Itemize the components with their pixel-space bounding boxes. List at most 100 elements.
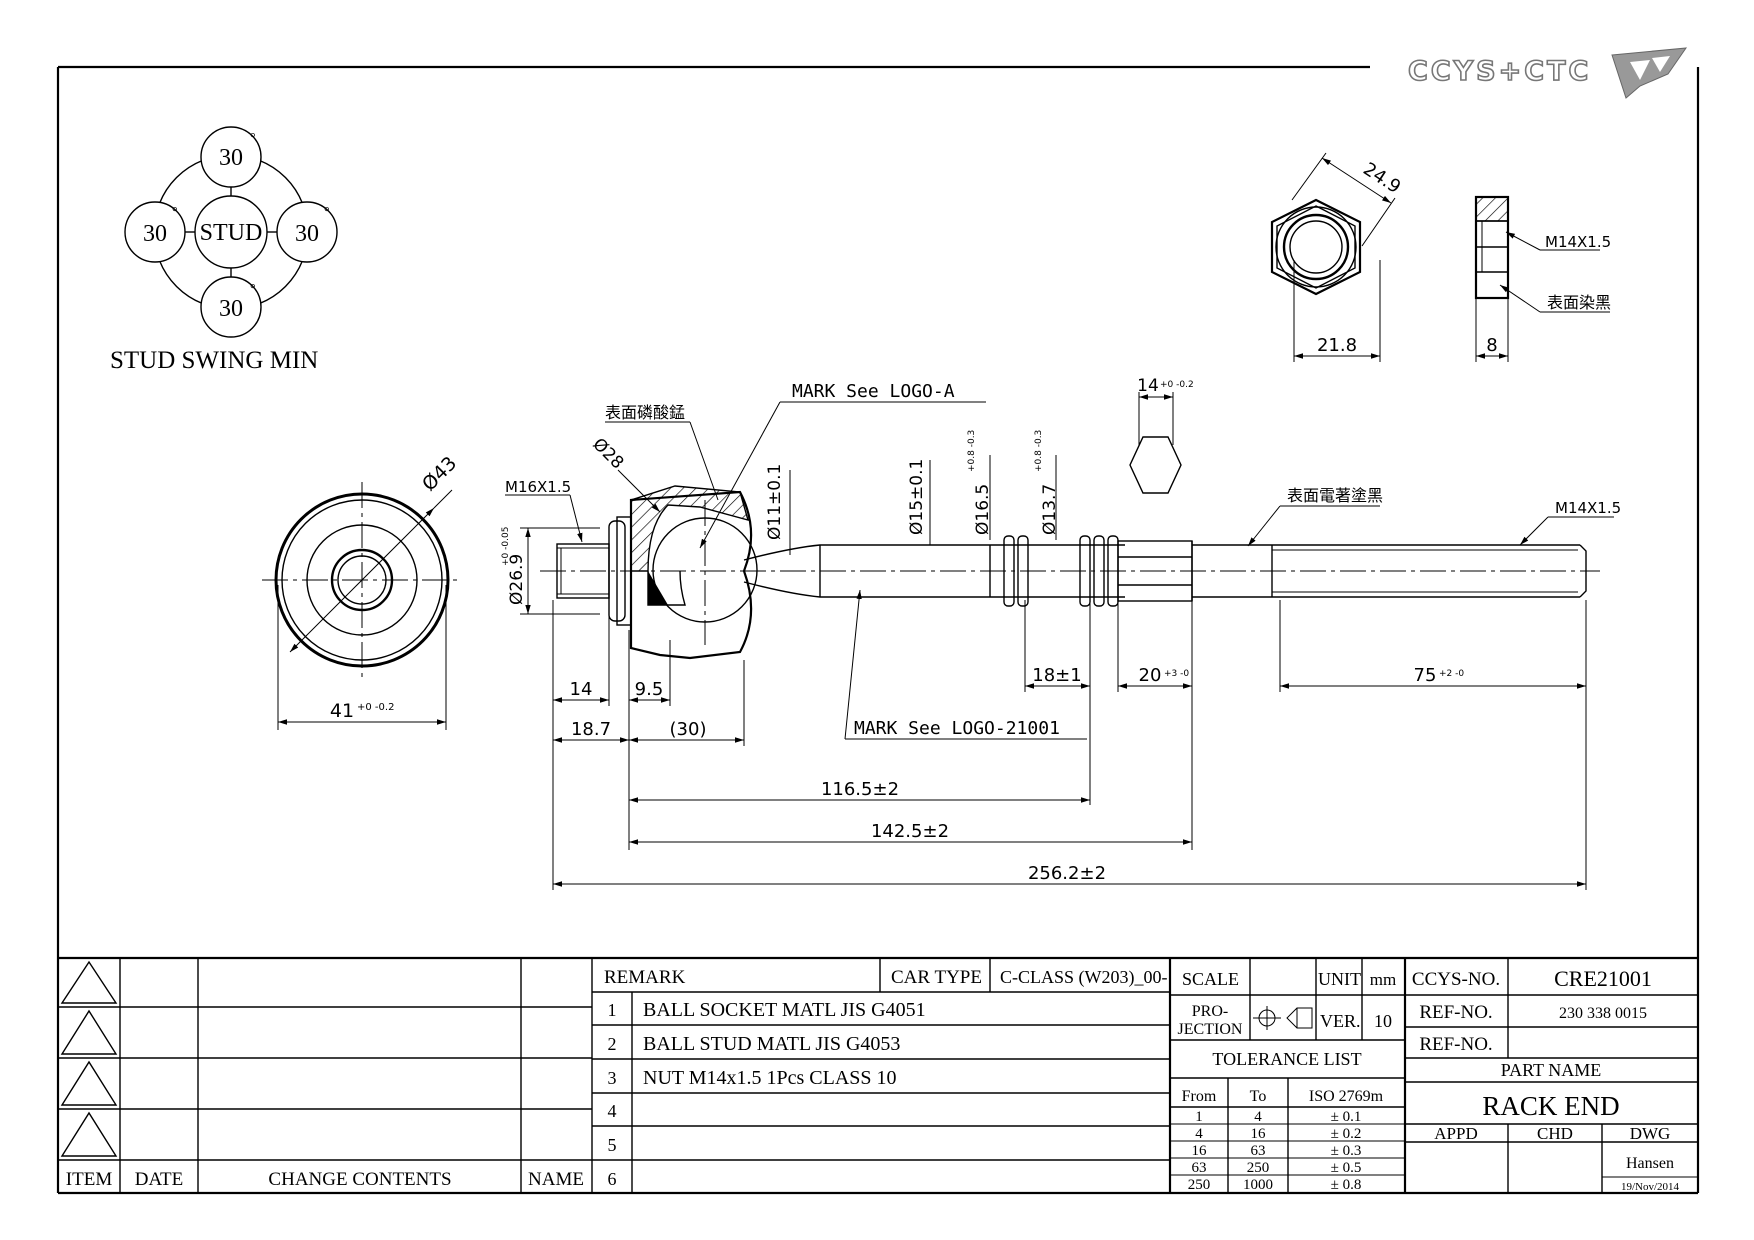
degree-symbol: °	[250, 282, 256, 297]
part-name-label: PART NAME	[1501, 1060, 1601, 1080]
logo-mark-icon	[1611, 47, 1688, 99]
hex-width-tol: +0 -0.2	[1160, 380, 1194, 390]
unit-label: UNIT	[1318, 969, 1361, 989]
rev-header-date: DATE	[135, 1169, 184, 1190]
projection-label: PRO-	[1192, 1003, 1228, 1020]
dia-13-label: Ø13.7	[1040, 484, 1060, 535]
unit-value: mm	[1370, 970, 1396, 989]
tolerance-from: 1	[1195, 1109, 1203, 1125]
nut-surface-note: 表面染黑	[1547, 293, 1611, 312]
swing-angle-bottom: 30	[219, 296, 243, 322]
end-view: Ø43 41 +0 -0.2	[262, 452, 462, 730]
tolerance-to: 1000	[1243, 1177, 1273, 1193]
nut-across-corners: 24.9	[1359, 159, 1404, 198]
title-block: ITEM DATE CHANGE CONTENTS NAME REMARK CA…	[58, 956, 1698, 1193]
tolerance-from: 63	[1192, 1160, 1207, 1176]
degree-symbol: °	[172, 205, 178, 220]
dwg-value: Hansen	[1626, 1155, 1674, 1172]
diameter-dimensions: Ø26.9 +0 -0.05 M16X1.5 Ø28 Ø11±0.1 Ø15±0…	[501, 430, 1060, 615]
dim-75: 75	[1414, 665, 1437, 686]
dia-15-label: Ø15±0.1	[907, 459, 927, 535]
tolerance-value: ± 0.1	[1331, 1109, 1362, 1125]
part-info-block: CCYS-NO. CRE21001 REF-NO. 230 338 0015 R…	[1405, 958, 1698, 1193]
nut-thread: M14X1.5	[1545, 233, 1611, 251]
dia-16-label: Ø16.5	[973, 484, 993, 535]
end-view-diameter-label: Ø43	[418, 452, 461, 495]
remark-row-no: 2	[608, 1034, 617, 1054]
groove-rings	[1003, 535, 1119, 607]
dim-14: 14	[570, 679, 593, 700]
swing-center-label: STUD	[200, 220, 263, 246]
tolerance-to: 250	[1247, 1160, 1270, 1176]
dim-20: 20	[1139, 665, 1162, 686]
remark-row-no: 5	[608, 1135, 617, 1155]
tolerance-from: 4	[1195, 1126, 1203, 1142]
tolerance-header-iso: ISO 2769m	[1309, 1088, 1384, 1105]
rev-header-name: NAME	[528, 1169, 584, 1190]
nut-side-view: 8 M14X1.5 表面染黑	[1474, 195, 1611, 362]
rev-header-item: ITEM	[66, 1169, 113, 1190]
ver-label: VER.	[1320, 1011, 1361, 1031]
note-mark-logo-21001: MARK See LOGO-21001	[854, 718, 1060, 739]
nut-thickness: 8	[1486, 335, 1497, 356]
tolerance-from: 16	[1192, 1143, 1208, 1159]
length-dimensions: 14 9.5 18.7 (30) 18±1 20 +3 -0 75 +2 -0 …	[552, 600, 1587, 890]
dim-256-2: 256.2±2	[1028, 863, 1106, 884]
dim-75-tol: +2 -0	[1439, 669, 1464, 679]
swing-angle-top: 30	[219, 145, 243, 171]
chd-label: CHD	[1537, 1124, 1573, 1143]
note-electro-black: 表面電著塗黑	[1287, 486, 1383, 505]
dia-26-tol: +0 -0.05	[501, 527, 511, 566]
scale-label: SCALE	[1182, 969, 1239, 989]
dim-116-5: 116.5±2	[821, 779, 899, 800]
tolerance-value: ± 0.3	[1331, 1143, 1362, 1159]
end-view-width-label: 41	[330, 700, 354, 722]
tolerance-to: 63	[1251, 1143, 1266, 1159]
tolerance-header-from: From	[1182, 1088, 1217, 1105]
sheet-border	[56, 65, 1700, 1195]
dim-9-5: 9.5	[635, 679, 664, 700]
tolerance-to: 4	[1254, 1109, 1262, 1125]
note-phosphate: 表面磷酸錳	[605, 403, 685, 422]
thread-right-label: M14X1.5	[1555, 499, 1621, 517]
thread-left-label: M16X1.5	[505, 478, 571, 496]
callout-notes: 表面磷酸錳 MARK See LOGO-A MARK See LOGO-2100…	[605, 381, 1621, 740]
ref-no-label: REF-NO.	[1419, 1002, 1492, 1023]
ref-no-label-2: REF-NO.	[1419, 1034, 1492, 1055]
logo-text: CCYS+CTC	[1408, 56, 1591, 87]
company-logo: CCYS+CTC	[1407, 47, 1688, 99]
appd-label: APPD	[1434, 1124, 1477, 1143]
ver-value: 10	[1374, 1011, 1392, 1031]
dia-16-tol: +0.8 -0.3	[967, 430, 977, 472]
remark-row-text: BALL SOCKET MATL JIS G4051	[643, 999, 926, 1021]
rack-end-side-view: 14 +0 -0.2	[540, 376, 1600, 660]
dim-18: 18±1	[1032, 665, 1081, 686]
third-angle-projection-icon	[1253, 1006, 1313, 1030]
remark-table: REMARK CAR TYPE C-CLASS (W203)_00- 1 BAL…	[592, 958, 1172, 1193]
hex-width-label: 14	[1137, 376, 1159, 396]
dim-142-5: 142.5±2	[871, 821, 949, 842]
nut-across-flats: 21.8	[1317, 335, 1357, 356]
dia-13-tol: +0.8 -0.3	[1034, 430, 1044, 472]
ccys-no-label: CCYS-NO.	[1412, 969, 1500, 990]
remark-row-text: NUT M14x1.5 1Pcs CLASS 10	[643, 1067, 897, 1089]
revision-table: ITEM DATE CHANGE CONTENTS NAME	[58, 958, 593, 1193]
swing-angle-right: 30	[295, 221, 319, 247]
ref-no-value: 230 338 0015	[1559, 1005, 1647, 1022]
tolerance-to: 16	[1251, 1126, 1267, 1142]
remark-row-no: 6	[608, 1169, 617, 1189]
note-mark-logo-a: MARK See LOGO-A	[792, 381, 955, 402]
remark-row-text: BALL STUD MATL JIS G4053	[643, 1033, 900, 1055]
degree-symbol: °	[324, 205, 330, 220]
car-type-label: CAR TYPE	[891, 967, 982, 988]
tolerance-from: 250	[1188, 1177, 1211, 1193]
tolerance-header-to: To	[1250, 1088, 1267, 1105]
stud-swing-diagram: STUD 30 30 30 30 ° ° ° ° STUD SWING MIN	[110, 126, 338, 374]
rev-header-change: CHANGE CONTENTS	[268, 1169, 451, 1190]
dwg-label: DWG	[1630, 1124, 1671, 1143]
car-type-value: C-CLASS (W203)_00-	[1000, 967, 1168, 988]
part-name-value: RACK END	[1482, 1091, 1619, 1121]
swing-angle-left: 30	[143, 221, 167, 247]
swing-caption: STUD SWING MIN	[110, 347, 318, 374]
